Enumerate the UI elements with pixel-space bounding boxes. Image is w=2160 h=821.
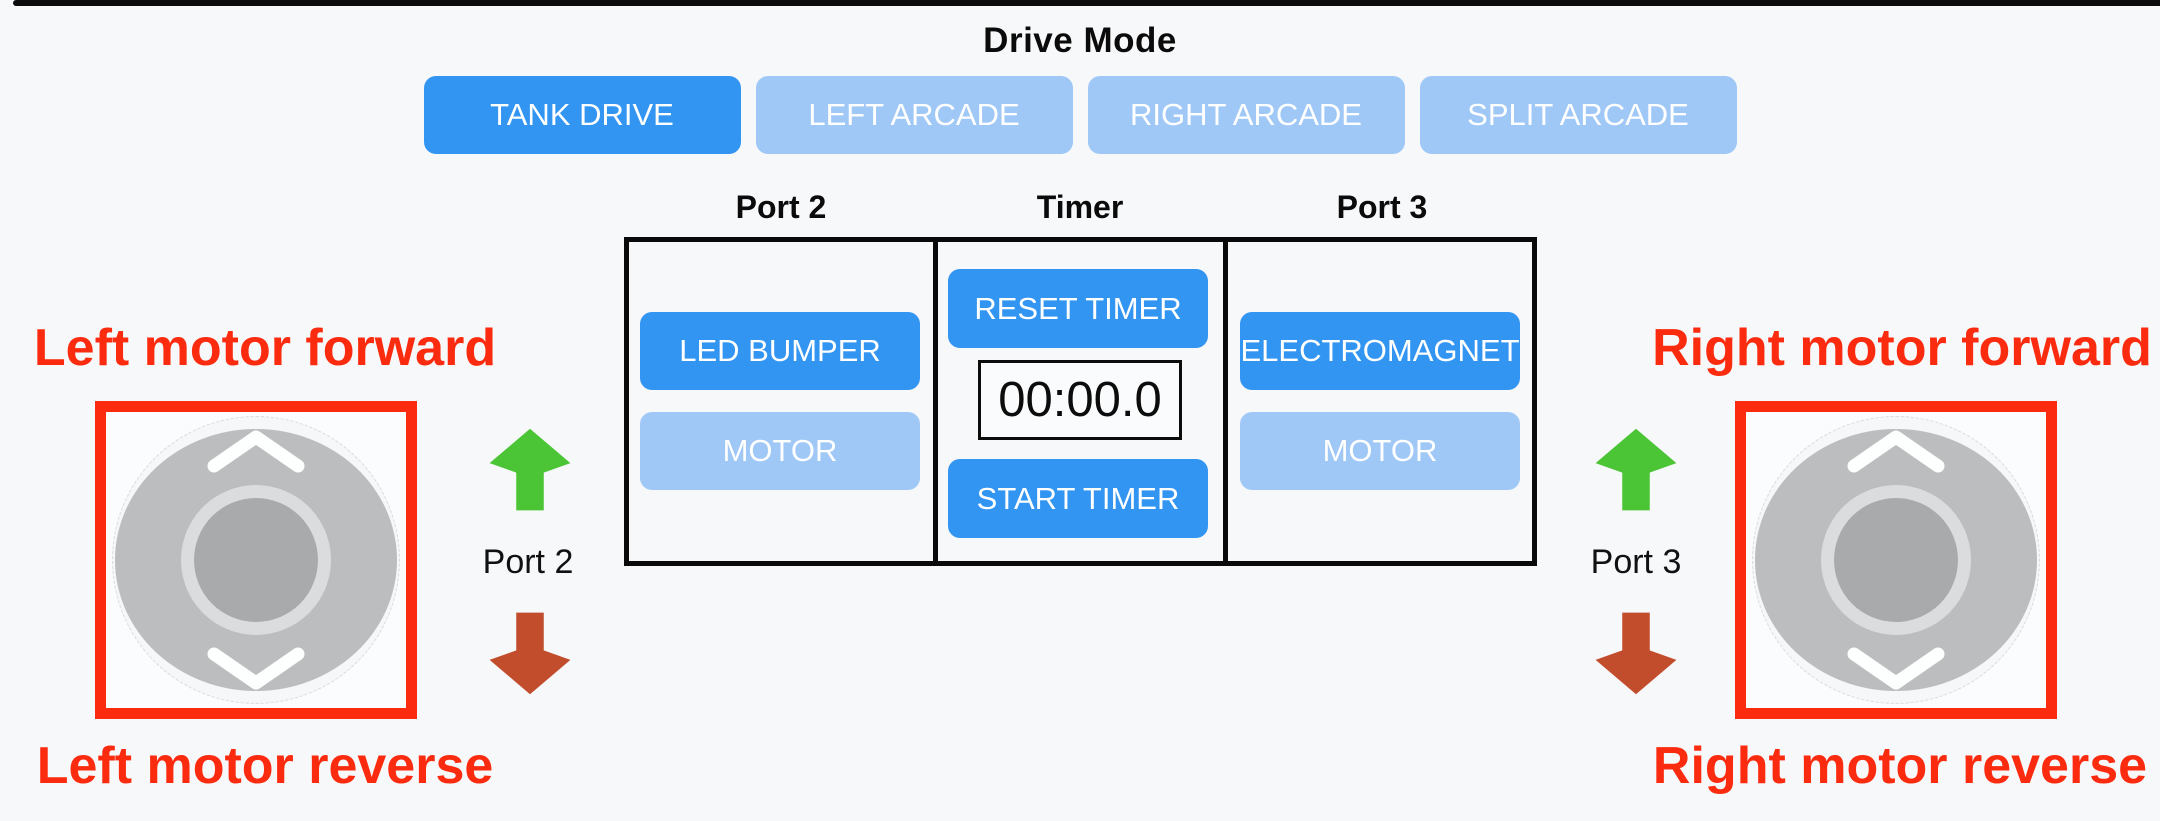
timer-display: 00:00.0 [978,360,1182,440]
port3-motor-button[interactable]: MOTOR [1240,412,1520,490]
chevron-down-icon [207,647,305,690]
right-joystick[interactable] [1746,412,2046,708]
right-port-label: Port 3 [1590,543,1682,581]
tank-drive-button[interactable]: TANK DRIVE [423,76,741,154]
up-arrow-icon [1595,428,1677,511]
window-top-bar [13,0,2160,6]
left-joystick-annotation-box [95,401,417,719]
timer-column-header: Timer [1036,189,1124,225]
control-panel-table: LED BUMPER MOTOR RESET TIMER 00:00.0 STA… [624,237,1537,566]
left-arcade-button[interactable]: LEFT ARCADE [755,76,1073,154]
joystick-knob[interactable] [194,498,318,622]
left-port-label: Port 2 [482,543,574,581]
right-arcade-button[interactable]: RIGHT ARCADE [1087,76,1405,154]
column-divider [933,242,938,561]
drive-mode-title: Drive Mode [983,21,1177,60]
right-joystick-annotation-box [1735,401,2057,719]
down-arrow-icon [489,612,571,695]
drive-mode-button-row: TANK DRIVE LEFT ARCADE RIGHT ARCADE SPLI… [0,76,2160,154]
right-motor-reverse-label: Right motor reverse [1652,737,2148,795]
right-motor-forward-label: Right motor forward [1652,319,2152,377]
reset-timer-button[interactable]: RESET TIMER [948,269,1208,348]
down-arrow-icon [1595,612,1677,695]
up-arrow-icon [489,428,571,511]
joystick-knob[interactable] [1834,498,1958,622]
left-joystick[interactable] [106,412,406,708]
left-motor-forward-label: Left motor forward [33,319,497,377]
led-bumper-button[interactable]: LED BUMPER [640,312,920,390]
chevron-up-icon [1847,430,1945,473]
column-divider [1223,242,1228,561]
left-motor-reverse-label: Left motor reverse [36,737,494,795]
port2-column-header: Port 2 [735,189,827,225]
split-arcade-button[interactable]: SPLIT ARCADE [1419,76,1737,154]
start-timer-button[interactable]: START TIMER [948,459,1208,538]
electromagnet-button[interactable]: ELECTROMAGNET [1240,312,1520,390]
port2-motor-button[interactable]: MOTOR [640,412,920,490]
chevron-up-icon [207,430,305,473]
chevron-down-icon [1847,647,1945,690]
port3-column-header: Port 3 [1336,189,1428,225]
